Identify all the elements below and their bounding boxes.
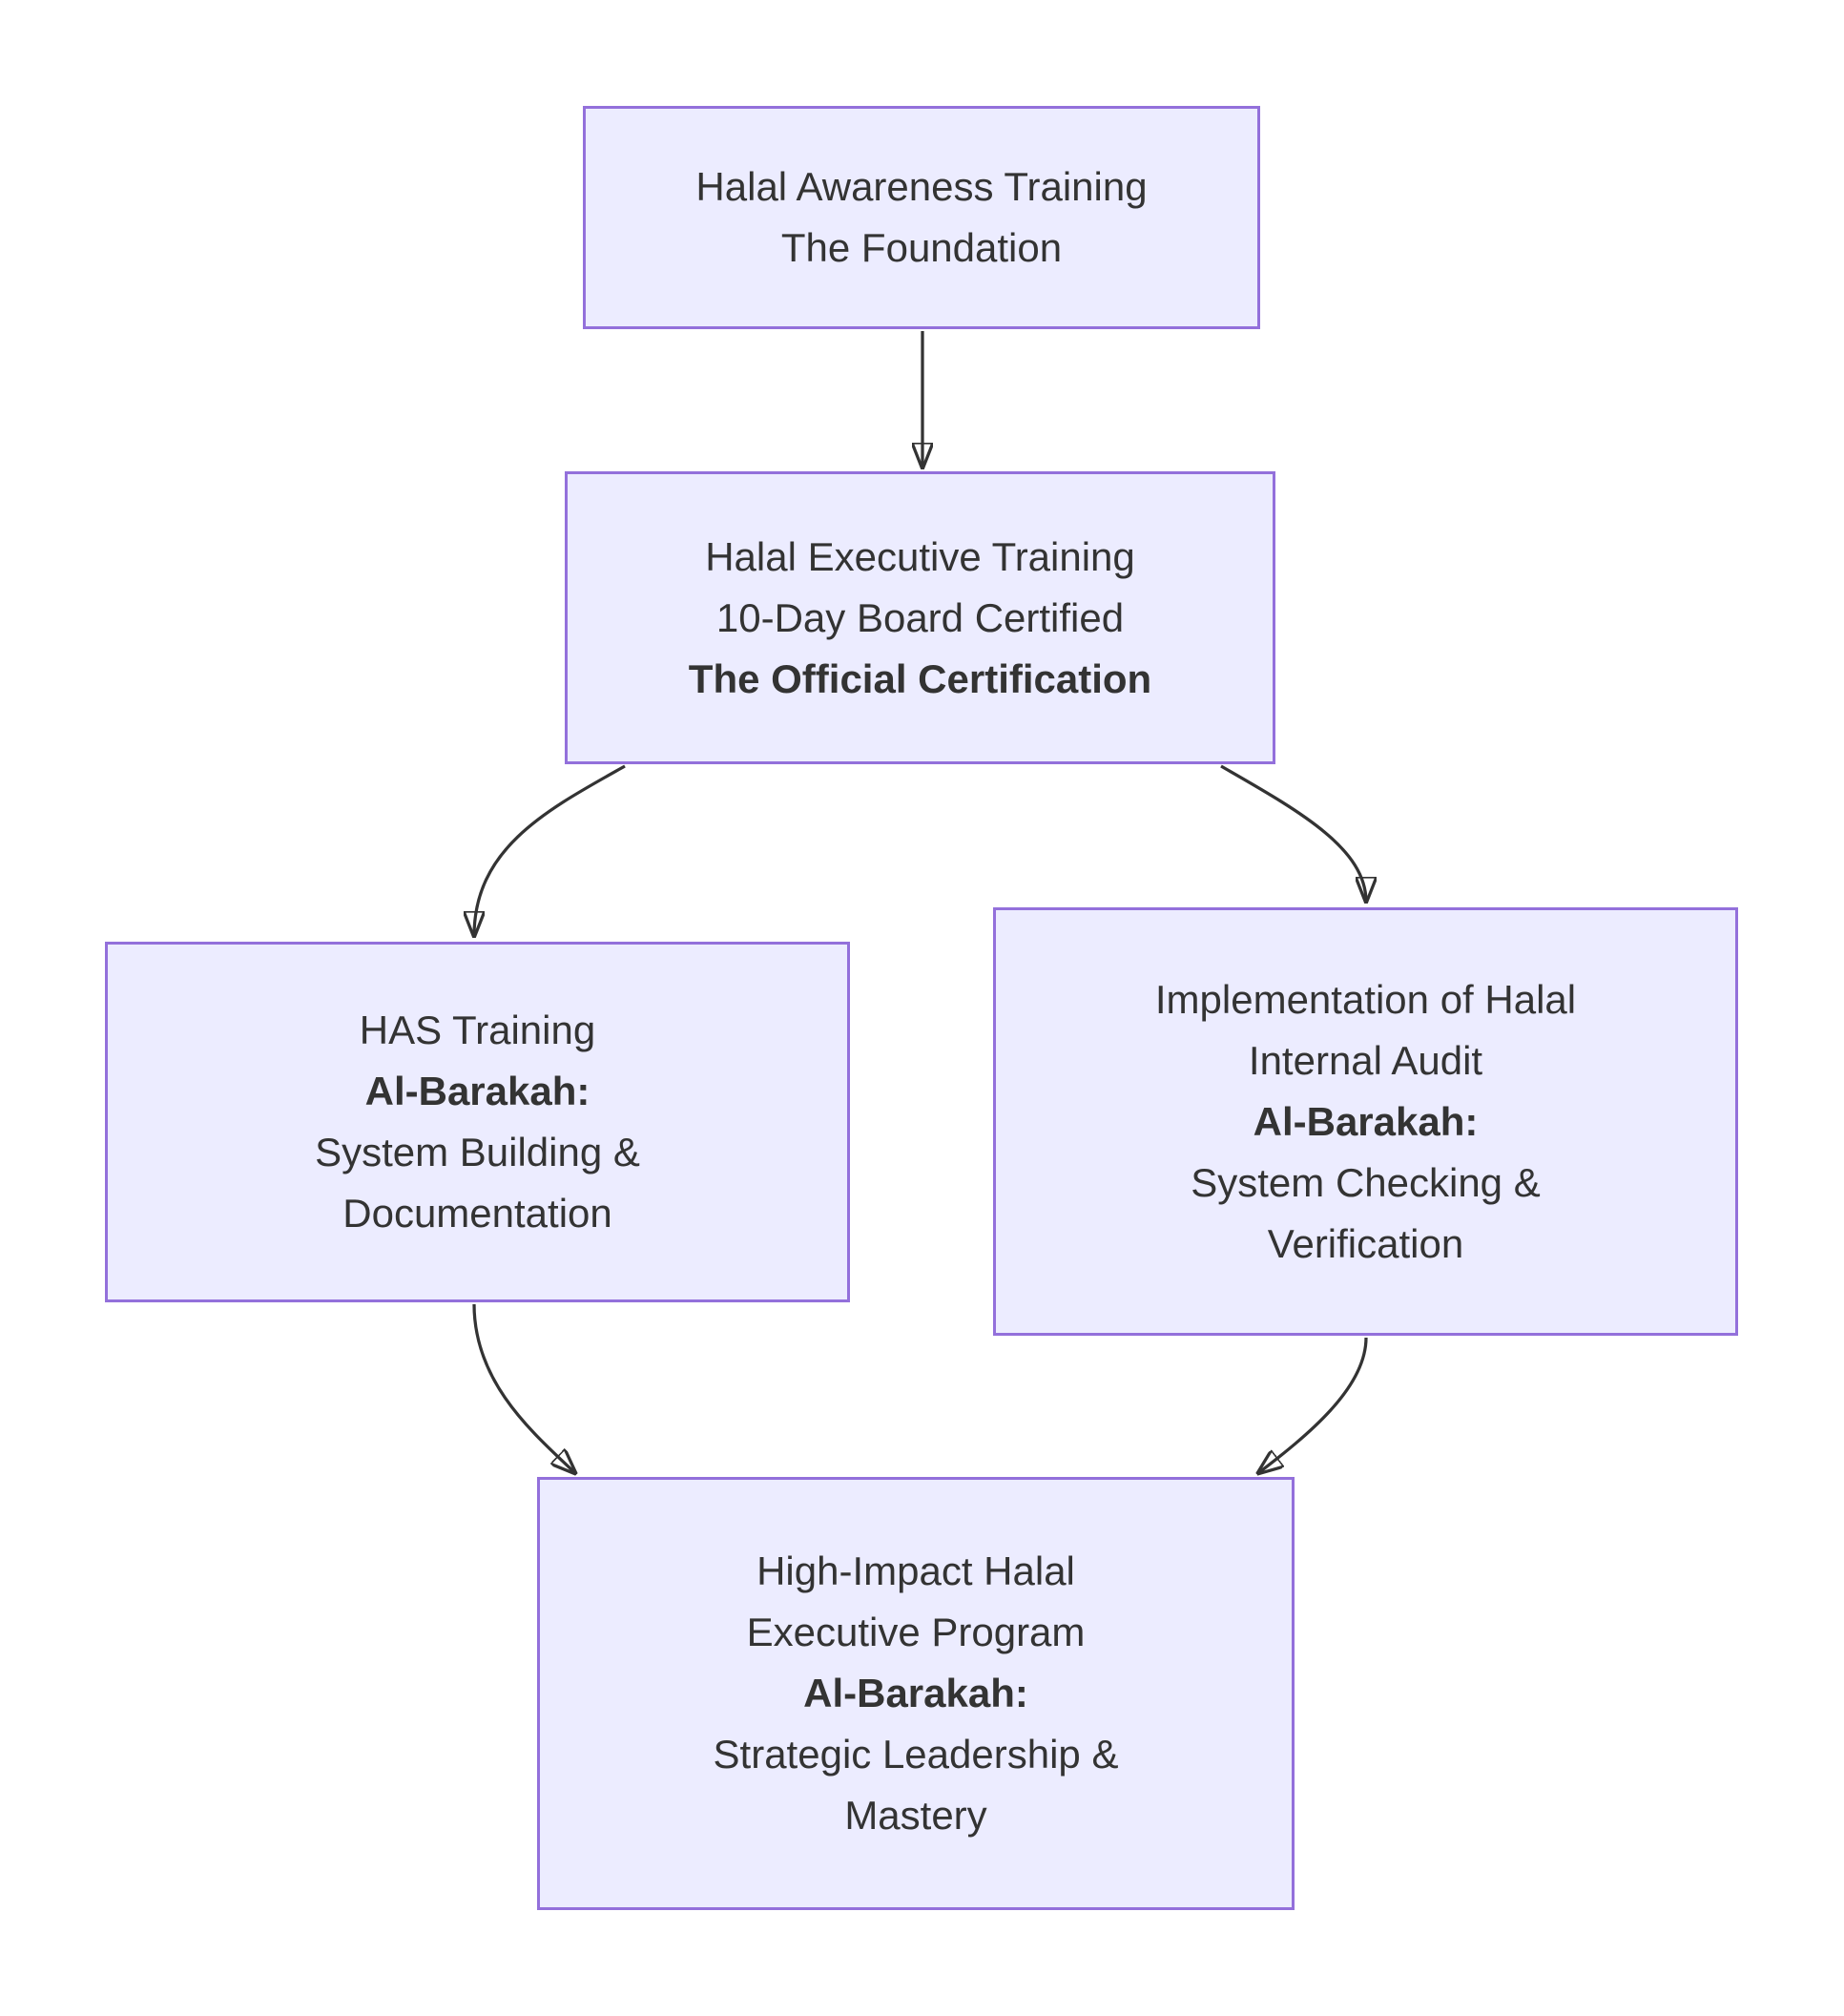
node-text-line: Al-Barakah: <box>803 1671 1028 1715</box>
node-text-line: Internal Audit <box>1248 1037 1483 1083</box>
edge-internal-audit-to-executive-program <box>1258 1337 1368 1473</box>
node-text-line: Al-Barakah: <box>364 1069 590 1113</box>
node-text-line: Halal Executive Training <box>705 533 1135 579</box>
node-text-line: Implementation of Halal <box>1154 976 1577 1022</box>
node-text-line: The Official Certification <box>688 655 1152 701</box>
node-text-line: Al-Barakah: <box>1253 1098 1479 1144</box>
node-halal-executive-training: Halal Executive Training 10-Day Board Ce… <box>565 471 1275 764</box>
edge-executive-to-has-training <box>474 764 626 936</box>
node-text-line: System Checking & <box>1191 1159 1541 1205</box>
edge-executive-to-internal-audit <box>1220 764 1366 902</box>
node-text-line: Verification <box>1267 1220 1464 1266</box>
node-text-line: 10-Day Board Certified <box>715 594 1125 640</box>
node-halal-internal-audit: Implementation of Halal Internal Audit A… <box>993 907 1738 1336</box>
node-text-line: Halal Awareness Training <box>695 164 1148 209</box>
node-text-line: Strategic Leadership & <box>713 1732 1119 1777</box>
node-text-line: High-Impact Halal <box>756 1548 1075 1593</box>
node-text-line: Mastery <box>844 1793 987 1838</box>
node-text-line: The Foundation <box>780 225 1063 270</box>
node-text-line: Documentation <box>342 1191 612 1236</box>
node-text-line: System Building & <box>315 1130 640 1174</box>
node-text-line: Executive Program <box>746 1610 1086 1654</box>
node-high-impact-executive-program: High-Impact Halal Executive Program Al-B… <box>537 1477 1295 1910</box>
node-text-line: HAS Training <box>359 1008 596 1052</box>
node-halal-awareness-training: Halal Awareness Training The Foundation <box>583 106 1260 329</box>
node-has-training: HAS Training Al-Barakah: System Building… <box>105 942 850 1302</box>
edge-has-training-to-executive-program <box>472 1303 575 1473</box>
